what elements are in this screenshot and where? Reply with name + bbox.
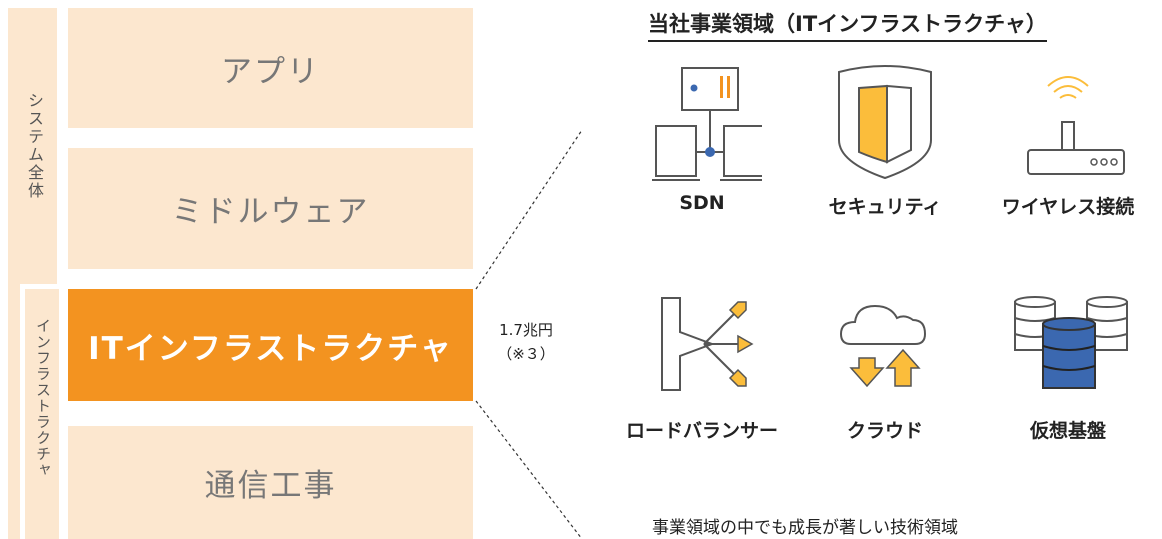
shield-icon [838,65,932,180]
system-scope-label: システム全体 [25,92,44,200]
service-virtualization: 仮想基盤 [983,294,1153,443]
wireless-router-icon [1027,76,1125,175]
business-domain-title: 当社事業領域（ITインフラストラクチャ） [648,8,1047,42]
layer-middleware: ミドルウェア [68,148,473,269]
sdn-network-icon [652,67,762,181]
growth-caption: 事業領域の中でも成長が著しい技術領域 [652,518,958,538]
service-security-label: セキュリティ [828,196,942,218]
layer-it-infrastructure: ITインフラストラクチャ [68,289,473,401]
load-balancer-icon [661,297,754,391]
service-virtualization-label: 仮想基盤 [1029,420,1106,442]
service-cloud-label: クラウド [846,420,923,442]
layer-telecom-construction-label: 通信工事 [204,468,337,504]
layer-app: アプリ [68,8,473,128]
layer-telecom-construction: 通信工事 [68,426,473,539]
service-load-balancer: ロードバランサー [617,294,787,443]
market-size-value: 1.7兆円 [499,321,553,339]
service-security: セキュリティ [800,62,970,219]
service-sdn-label: SDN [679,192,725,214]
service-wireless-label: ワイヤレス接続 [1001,196,1135,218]
service-sdn: SDN [617,62,787,214]
market-size-note: （※３） [497,345,555,363]
cloud-icon [839,304,927,388]
layer-it-infrastructure-label: ITインフラストラクチャ [88,330,453,367]
layer-app-label: アプリ [221,53,320,90]
market-size: 1.7兆円 （※３） [476,318,576,366]
service-wireless: ワイヤレス接続 [983,62,1153,219]
infra-scope-bar [25,289,59,539]
database-stack-icon [1014,296,1128,389]
infra-scope-label: インフラストラクチャ [34,318,52,478]
service-load-balancer-label: ロードバランサー [625,420,778,442]
service-cloud: クラウド [800,294,970,443]
expansion-line-bottom [475,400,583,539]
expansion-line-top [475,129,583,290]
layer-middleware-label: ミドルウェア [171,194,370,230]
